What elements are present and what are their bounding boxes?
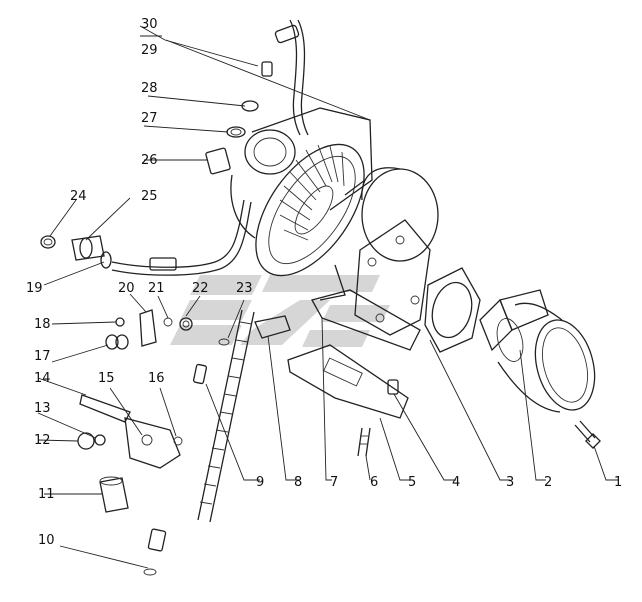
label-26: 26 <box>141 153 158 168</box>
label-19: 19 <box>26 281 43 296</box>
label-22: 22 <box>192 281 209 296</box>
label-3: 3 <box>506 475 514 490</box>
bracket-assembly <box>105 309 193 350</box>
label-15: 15 <box>98 371 115 386</box>
label-16: 16 <box>148 371 165 386</box>
label-23: 23 <box>236 281 253 296</box>
label-5: 5 <box>408 475 416 490</box>
label-24: 24 <box>70 189 87 204</box>
turbocharger-body <box>230 107 439 351</box>
stud-4 <box>387 379 399 395</box>
leader-lines <box>37 25 618 569</box>
label-6: 6 <box>370 475 378 490</box>
label-7: 7 <box>330 475 338 490</box>
label-8: 8 <box>294 475 302 490</box>
oil-feed-pipe <box>111 19 309 276</box>
fitting-stack-26-30 <box>205 61 273 175</box>
fitting-24-25 <box>40 235 112 269</box>
bolt-1 <box>574 420 601 449</box>
label-28: 28 <box>141 81 158 96</box>
exhaust-elbow-2 <box>479 289 596 413</box>
label-10: 10 <box>38 533 55 548</box>
label-12: 12 <box>34 433 51 448</box>
label-14: 14 <box>34 371 51 386</box>
part-number-labels: 30 29 28 27 26 25 24 19 20 21 22 23 18 1… <box>26 17 622 548</box>
return-flange <box>218 315 291 346</box>
label-17: 17 <box>34 349 51 364</box>
label-29: 29 <box>141 43 158 58</box>
label-20: 20 <box>118 281 135 296</box>
watermark-logo <box>170 275 390 347</box>
label-13: 13 <box>34 401 51 416</box>
label-18: 18 <box>34 317 51 332</box>
label-1: 1 <box>614 475 622 490</box>
gasket-5 <box>287 344 409 419</box>
oil-return-hose <box>143 309 255 576</box>
gasket-3 <box>424 267 481 353</box>
label-30: 30 <box>141 17 158 32</box>
label-4: 4 <box>452 475 460 490</box>
label-21: 21 <box>148 281 165 296</box>
label-2: 2 <box>544 475 552 490</box>
label-11: 11 <box>38 487 55 502</box>
label-27: 27 <box>141 111 158 126</box>
label-25: 25 <box>141 189 158 204</box>
stud-6 <box>357 427 371 457</box>
mount-bracket-14 <box>77 394 183 513</box>
label-9: 9 <box>256 475 264 490</box>
